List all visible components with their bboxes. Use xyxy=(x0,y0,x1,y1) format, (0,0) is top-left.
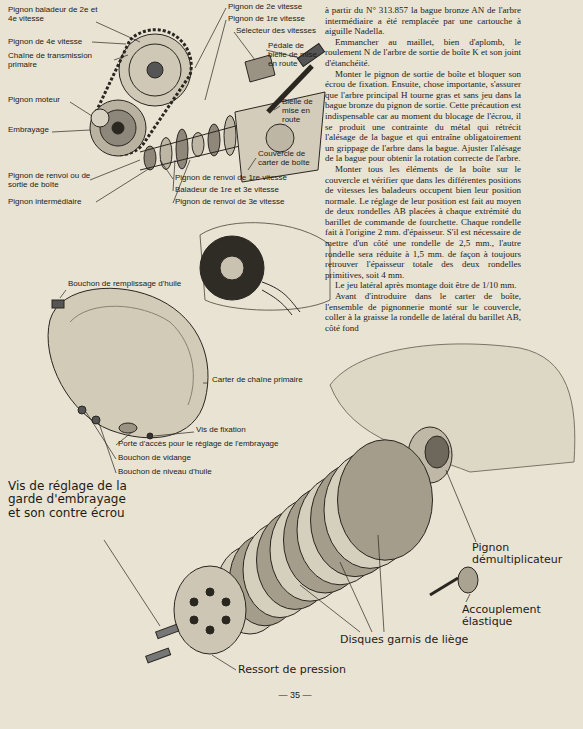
part-label: Accouplement élastique xyxy=(462,604,572,629)
part-label: Pignon de renvoi de 3e vitesse xyxy=(175,198,315,207)
part-label: Porte d'accès pour le réglage de l'embra… xyxy=(118,440,318,449)
chain-case xyxy=(48,288,208,437)
part-label: Pignon de 2e vitesse xyxy=(228,3,323,12)
engine-outline xyxy=(200,223,330,310)
hub xyxy=(147,62,163,78)
body-paragraph: Emmancher au maillet, bien d'aplomb, le … xyxy=(325,37,521,69)
part-label: Pignon de 4e vitesse xyxy=(8,38,94,47)
body-paragraph: à partir du N° 313.857 la bague bronze A… xyxy=(325,5,521,37)
adjust-screw xyxy=(156,624,179,638)
part-label: Couvercle de carter de boîte xyxy=(258,150,322,168)
fixing-screw xyxy=(147,433,153,439)
handwritten-label: Vis de réglage de la garde d'embrayage e… xyxy=(8,480,130,520)
clutch-centre xyxy=(220,256,244,280)
gear xyxy=(129,44,181,96)
access-door xyxy=(119,423,137,433)
body-paragraph: Monter tous les éléments de la boîte sur… xyxy=(325,164,521,281)
part-label: Pignon de 1re vitesse xyxy=(228,15,323,24)
part-label: Ressort de pression xyxy=(238,664,378,676)
body-paragraph: Avant d'introduire dans le carter de boî… xyxy=(325,291,521,333)
page-number: — 35 — xyxy=(270,690,320,700)
body-paragraph: Monter le pignon de sortie de boîte et b… xyxy=(325,69,521,164)
coupling xyxy=(458,567,478,593)
pressure-plate xyxy=(174,566,246,654)
part-label: Pignon de renvoi de 1re vitesse xyxy=(175,174,315,183)
part-label: Bouchon de niveau d'huile xyxy=(118,468,258,477)
engine-pinion xyxy=(91,109,109,127)
part-label: Pignon démultiplicateur xyxy=(472,542,572,567)
part-label: Bouchon de vidange xyxy=(118,454,238,463)
part-label: Pignon de renvoi ou de sortie de boîte xyxy=(8,172,92,190)
part-label: Chaîne de transmission primaire xyxy=(8,52,116,70)
clutch-cover xyxy=(200,236,264,300)
part-label: Sélecteur des vitesses xyxy=(236,27,326,36)
part-label: Bouchon de remplissage d'huile xyxy=(68,280,208,289)
cable xyxy=(262,282,300,315)
part-label: Pignon intermédiaire xyxy=(8,198,98,207)
part-label: Pignon baladeur de 2e et 4e vitesse xyxy=(8,6,98,24)
gearbox-cover xyxy=(235,92,325,182)
part-label: Baladeur de 1re et 3e vitesse xyxy=(175,186,315,195)
part-label: Vis de fixation xyxy=(196,426,276,435)
part-label: Carter de chaîne primaire xyxy=(212,376,327,385)
pinion-bore xyxy=(425,436,449,468)
spring xyxy=(146,648,171,663)
drain-plug xyxy=(78,406,86,414)
boss xyxy=(266,124,294,152)
body-paragraph: Le jeu latéral après montage doit être d… xyxy=(325,280,521,291)
part-label: Pignon moteur xyxy=(8,96,78,105)
plate-holes xyxy=(190,588,230,634)
part-label: Pédale de bielle de mise en route xyxy=(268,42,322,69)
text-column: à partir du N° 313.857 la bague bronze A… xyxy=(325,5,521,333)
case-edge xyxy=(70,306,193,405)
part-label: Embrayage xyxy=(8,126,58,135)
filler-cap xyxy=(52,300,64,308)
clutch-drum xyxy=(90,100,146,156)
part-label: Disques garnis de liège xyxy=(340,634,490,646)
clutch-discs xyxy=(216,440,433,634)
gear xyxy=(119,34,191,106)
part-label: Bielle de mise en route xyxy=(282,98,322,125)
hub xyxy=(112,122,124,134)
coupling-screw xyxy=(430,578,458,595)
